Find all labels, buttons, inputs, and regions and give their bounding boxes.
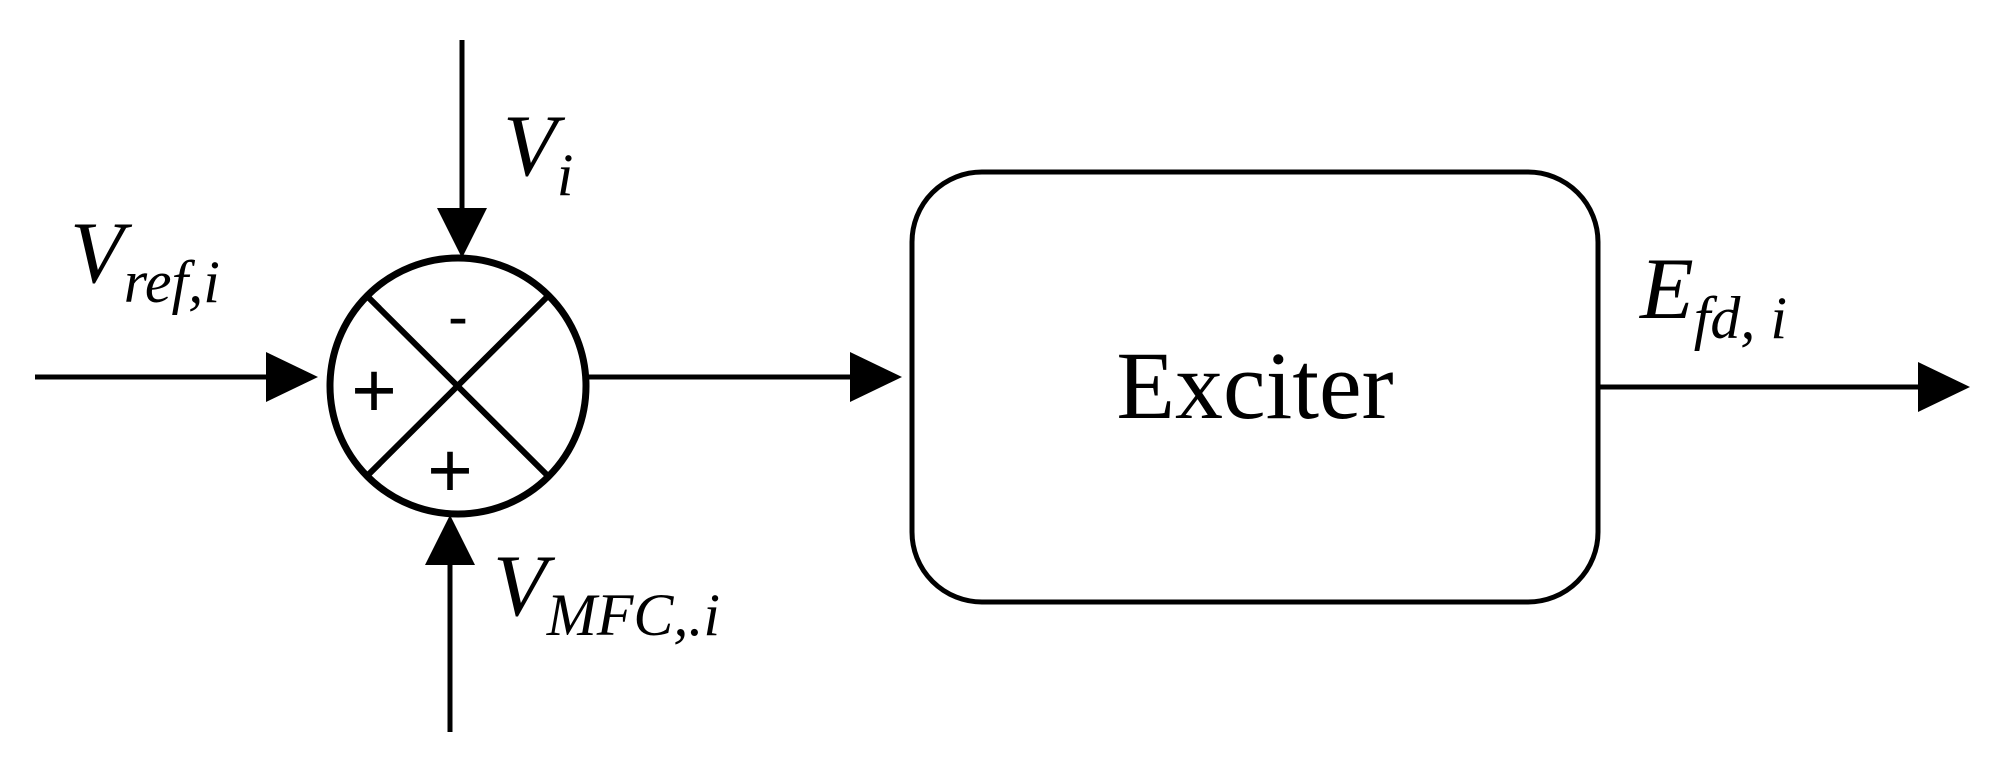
vmfc-base: V (493, 538, 556, 635)
vmfc-input-arrow (425, 515, 475, 732)
efd-subscript: fd, i (1694, 285, 1787, 351)
minus-sign: - (448, 283, 468, 350)
vref-label: Vref,i (70, 205, 220, 315)
vref-base: V (70, 205, 133, 302)
exciter-block (909, 169, 1601, 605)
vi-label: Vi (503, 98, 573, 208)
vi-subscript: i (557, 142, 574, 208)
efd-output-arrow (1600, 362, 1970, 412)
summing-junction (326, 254, 590, 518)
vref-subscript: ref,i (124, 249, 220, 315)
plus-sign-left: + (351, 346, 397, 434)
exciter-label: Exciter (1116, 332, 1393, 439)
vref-input-arrow (35, 352, 318, 402)
vmfc-subscript: MFC,.i (546, 582, 720, 648)
junction-to-exciter-arrow (587, 352, 902, 402)
vi-base: V (503, 98, 566, 195)
plus-sign-bottom: + (427, 426, 473, 514)
vmfc-label: VMFC,.i (493, 538, 720, 648)
vi-input-arrow (437, 40, 487, 258)
efd-base: E (1638, 241, 1694, 338)
efd-label: Efd, i (1638, 241, 1787, 351)
